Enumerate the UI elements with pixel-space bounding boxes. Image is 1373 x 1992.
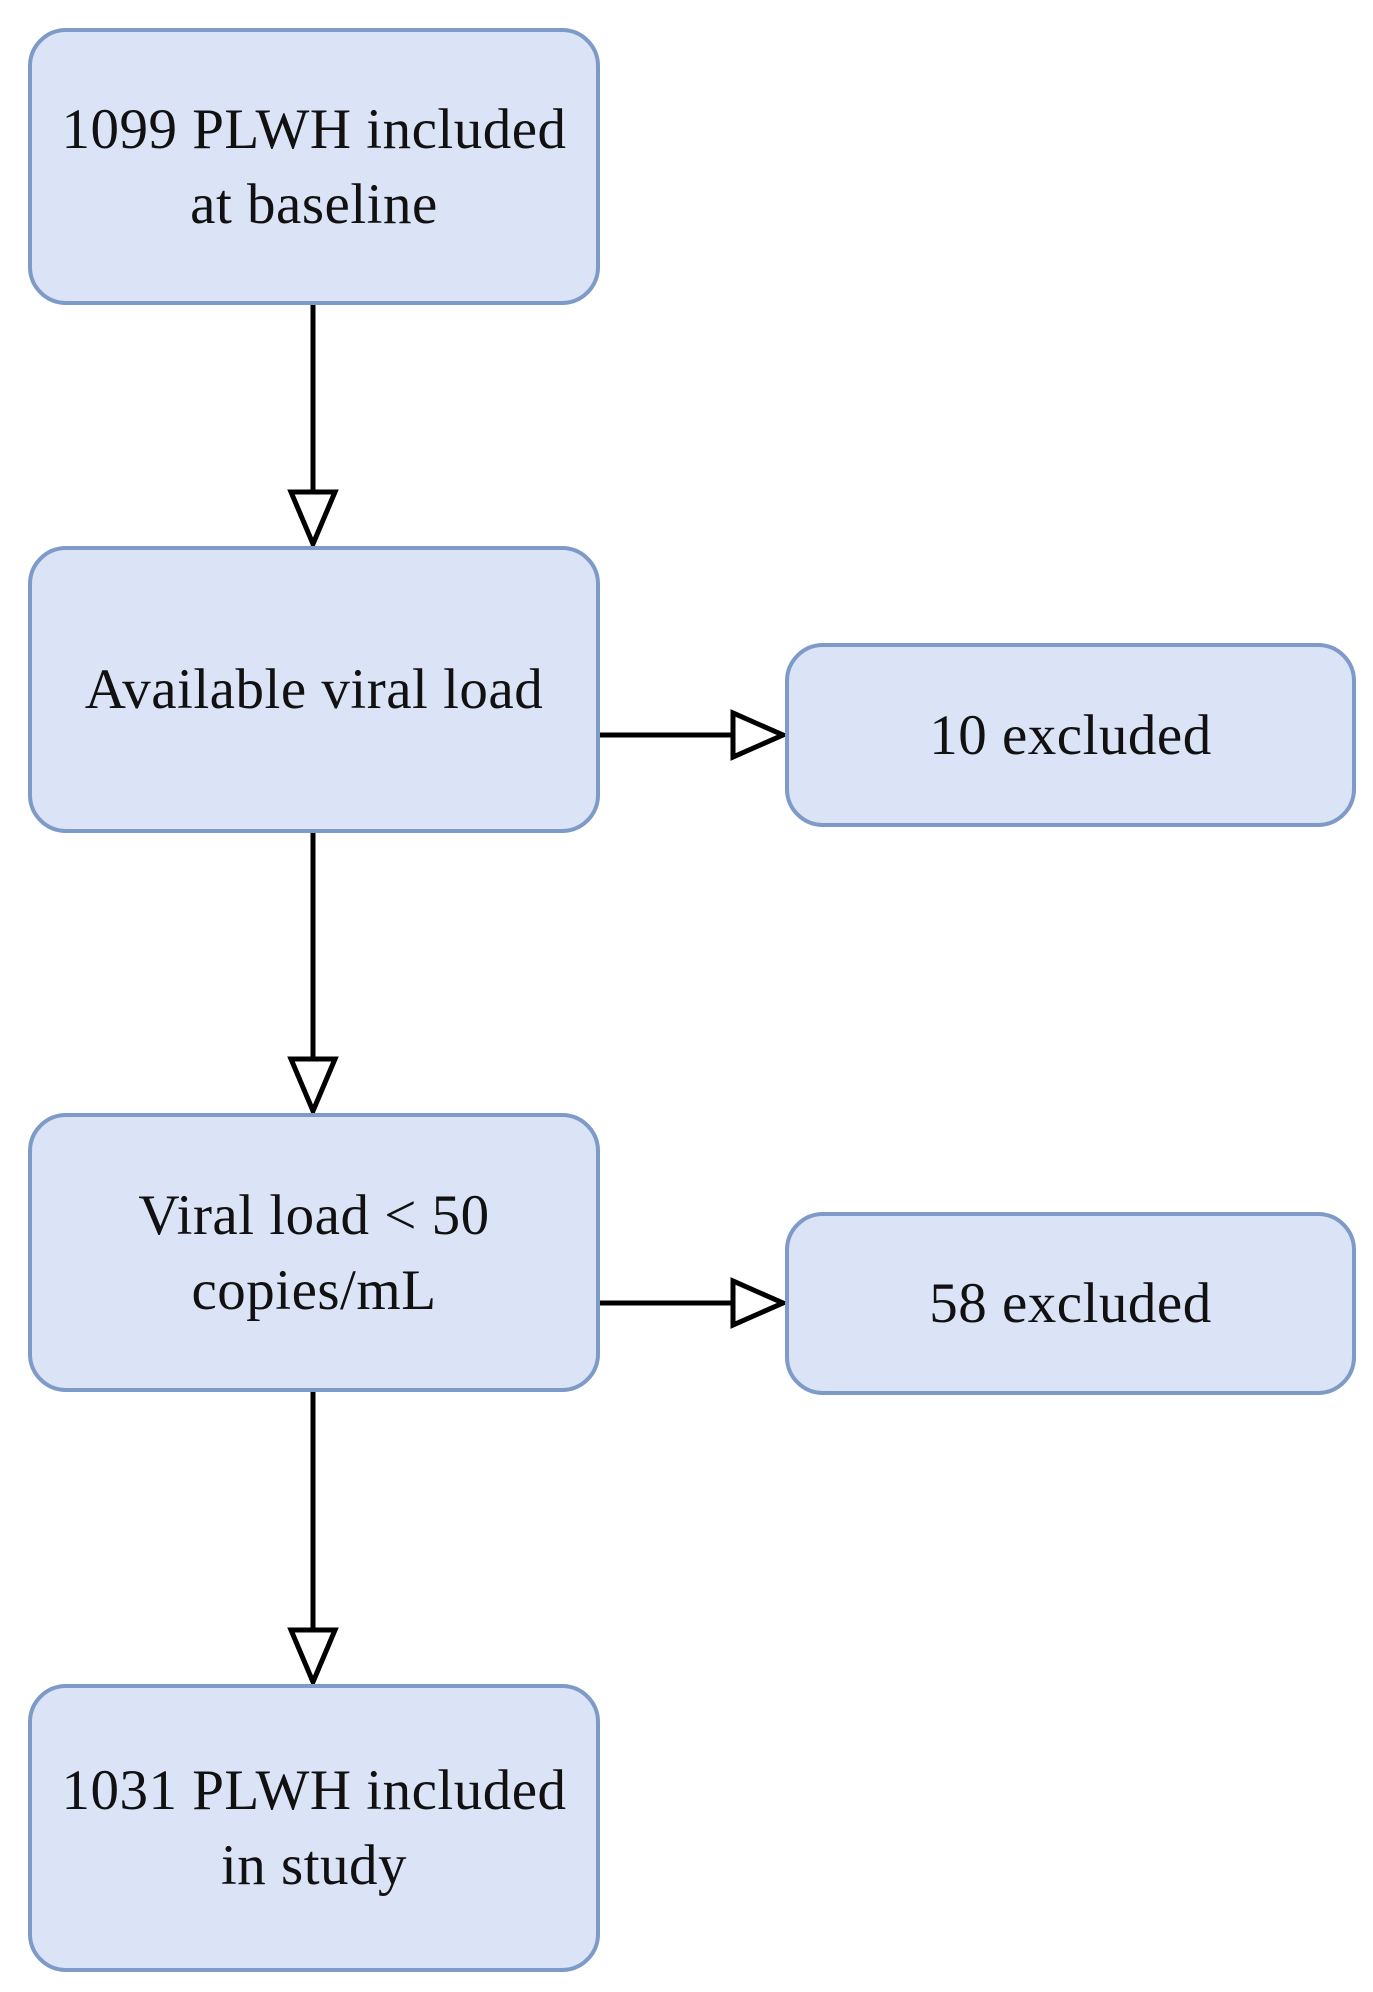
down-arrow-2 [287,833,339,1118]
node-text-line: 10 excluded [929,703,1212,767]
node-text-line: 1031 PLWH included [61,1759,567,1822]
node-text-line: 1099 PLWH included [61,97,567,161]
node-excluded-58: 58 excluded [785,1212,1356,1395]
down-arrow-3 [287,1392,339,1689]
arrowhead-down-icon [287,489,339,551]
node-text-line: at baseline [190,172,438,236]
node-included-baseline: 1099 PLWH included at baseline [28,28,600,305]
arrowhead-right-icon [730,1277,790,1329]
arrowhead-right-icon [730,709,790,761]
node-included-in-study: 1031 PLWH included in study [28,1684,600,1972]
arrowhead-down-icon [287,1056,339,1118]
node-text-line: Available viral load [84,658,544,721]
arrowhead-down-icon [287,1627,339,1689]
node-text-line: copies/mL [191,1258,437,1322]
node-excluded-10: 10 excluded [785,643,1356,827]
down-arrow-1 [287,305,339,551]
right-arrow-2 [600,1277,790,1329]
node-text-line: 58 excluded [929,1272,1212,1335]
node-available-viral-load: Available viral load [28,546,600,833]
node-text-line: Viral load < 50 [138,1183,490,1247]
node-viral-load-lt-50: Viral load < 50 copies/mL [28,1113,600,1392]
node-text-line: in study [220,1834,408,1897]
right-arrow-1 [600,709,790,761]
